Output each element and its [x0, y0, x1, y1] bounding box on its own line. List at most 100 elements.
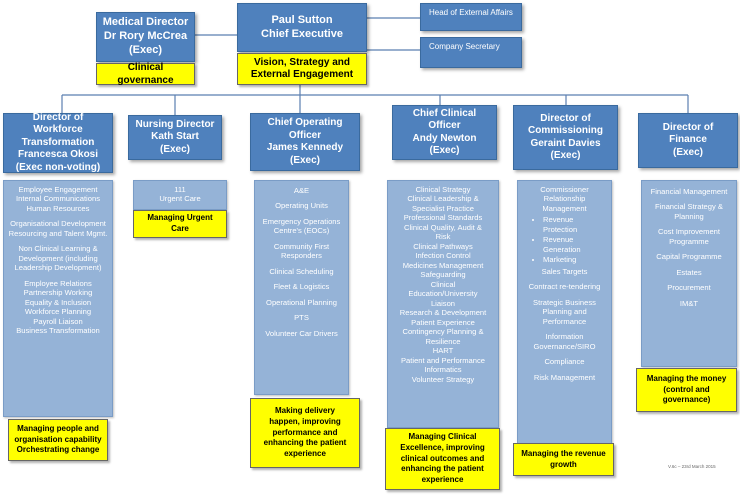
- list-item: Professional Standards: [403, 213, 483, 223]
- list-item: Education/University: [408, 289, 478, 299]
- list-item: Risk Management: [533, 372, 596, 382]
- list-item: Procurement: [667, 283, 711, 293]
- ceo-remit: Vision, Strategy and External Engagement: [237, 53, 367, 85]
- list-item: Operational Planning: [266, 297, 337, 307]
- list-item: Equality & Inclusion: [24, 297, 92, 307]
- list-item: Clinical Scheduling: [269, 266, 334, 276]
- list-item: Employee Relations: [24, 278, 92, 288]
- remit-line: Managing Urgent: [147, 213, 213, 223]
- remit-line: performance and: [272, 427, 338, 437]
- list-item: Medicines Management: [402, 260, 484, 270]
- remit-line: Managing people and: [17, 423, 99, 433]
- remit-line: Care: [171, 224, 189, 233]
- bullet-item: Revenue Generation: [543, 235, 608, 254]
- list-item: Risk: [435, 232, 451, 242]
- list-item: Financial Management: [650, 187, 728, 196]
- remit-line: experience: [284, 449, 326, 459]
- list-item: Clinical Strategy: [415, 185, 471, 194]
- list-item: Partnership Working: [23, 288, 93, 298]
- remit-line: Orchestrating change: [16, 445, 100, 455]
- list-item: Specialist Practice: [411, 203, 475, 213]
- remit-line: experience: [421, 475, 464, 485]
- list-item: Sales Targets: [541, 266, 588, 276]
- remit-line: Managing the money: [646, 373, 727, 383]
- list-item: HART: [432, 346, 454, 356]
- list-item: Patient and Performance: [400, 355, 485, 365]
- list-item: Employee Engagement: [18, 185, 98, 194]
- remit-line: clinical outcomes and: [400, 453, 485, 463]
- list-item: Strategic Business Planning and Performa…: [533, 297, 596, 326]
- list-item: Volunteer Strategy: [411, 374, 475, 384]
- list-item: Research & Development: [399, 308, 487, 318]
- ceo-name: Paul Sutton: [271, 13, 333, 26]
- medical-remit: Clinical governance: [96, 62, 195, 86]
- medical-director-box: Medical Director Dr Rory McCrea (Exec): [96, 12, 195, 62]
- list-item: Internal Communications: [16, 194, 100, 204]
- list-item: Clinical Quality, Audit &: [404, 222, 482, 232]
- list-item: Relationship: [543, 194, 586, 204]
- remit-line: (control and: [663, 384, 710, 394]
- bullet-item: Marketing: [543, 255, 608, 264]
- list-item: Capital Programme: [656, 252, 722, 262]
- list-item: Human Resources: [26, 203, 90, 213]
- list-item: Non Clinical Learning & Development (inc…: [14, 244, 102, 273]
- director-nursing-head: Nursing Director Kath Start (Exec): [128, 115, 222, 160]
- list-item: Informatics: [424, 365, 462, 375]
- list-item: Clinical Leadership &: [407, 194, 479, 204]
- company-secretary-box: Company Secretary: [420, 37, 522, 68]
- list-item: Commissioner: [540, 185, 589, 194]
- list-item: Financial Strategy & Planning: [655, 202, 723, 221]
- list-item: Compliance: [544, 357, 585, 367]
- list-item: Estates: [676, 267, 702, 277]
- medical-exec: (Exec): [128, 43, 163, 56]
- list-item: Volunteer Car Drivers: [265, 328, 338, 338]
- list-item: Operating Units: [275, 201, 328, 211]
- list-item: Cost Improvement Programme: [657, 227, 721, 246]
- ceo-box: Paul Sutton Chief Executive: [237, 3, 367, 52]
- list-item: Safeguarding: [420, 270, 466, 280]
- remit-line: growth: [550, 459, 577, 469]
- medical-title: Medical Director: [102, 16, 189, 29]
- list-item: Clinical: [430, 279, 456, 289]
- list-item: Business Transformation: [16, 326, 100, 336]
- list-item: Contingency Planning &: [402, 327, 484, 337]
- version-footer: V.6c – 23rd March 2015: [668, 464, 716, 469]
- ceo-title: Chief Executive: [261, 27, 343, 40]
- list-item: Fleet & Logistics: [273, 282, 330, 292]
- remit-line: Making delivery: [274, 406, 336, 415]
- director-commissioning-head: Director of Commissioning Geraint Davies…: [513, 105, 618, 170]
- list-item: Management: [542, 203, 587, 213]
- remit-line: Managing the revenue: [521, 448, 606, 458]
- list-item: Patient Experience: [411, 317, 475, 327]
- remit-line: organisation capability: [14, 434, 102, 444]
- list-item: 111: [174, 185, 186, 194]
- list-item: Information Governance/SIRO: [533, 332, 596, 351]
- list-item: Community First Responders: [273, 241, 330, 261]
- remit-line: Managing Clinical: [408, 432, 477, 441]
- remit-line: happen, improving: [269, 416, 341, 426]
- bullet-item: Revenue Protection: [543, 215, 608, 234]
- director-workforce-head: Director of Workforce Transformation Fra…: [3, 112, 113, 173]
- list-item: Workforce Planning: [24, 307, 92, 317]
- remit-line: Excellence, improving: [400, 442, 485, 452]
- list-item: Clinical Pathways: [413, 241, 473, 251]
- director-coo-head: Chief Operating Officer James Kennedy (E…: [250, 113, 360, 171]
- list-item: Urgent Care: [159, 194, 201, 204]
- remit-line: enhancing the patient: [263, 438, 347, 448]
- list-item: Organisational Development: [10, 219, 106, 229]
- list-item: Contract re-tendering: [528, 282, 601, 292]
- list-item: Resourcing and Talent Mgmt.: [8, 228, 108, 238]
- director-finance-head: Director of Finance (Exec): [638, 113, 738, 168]
